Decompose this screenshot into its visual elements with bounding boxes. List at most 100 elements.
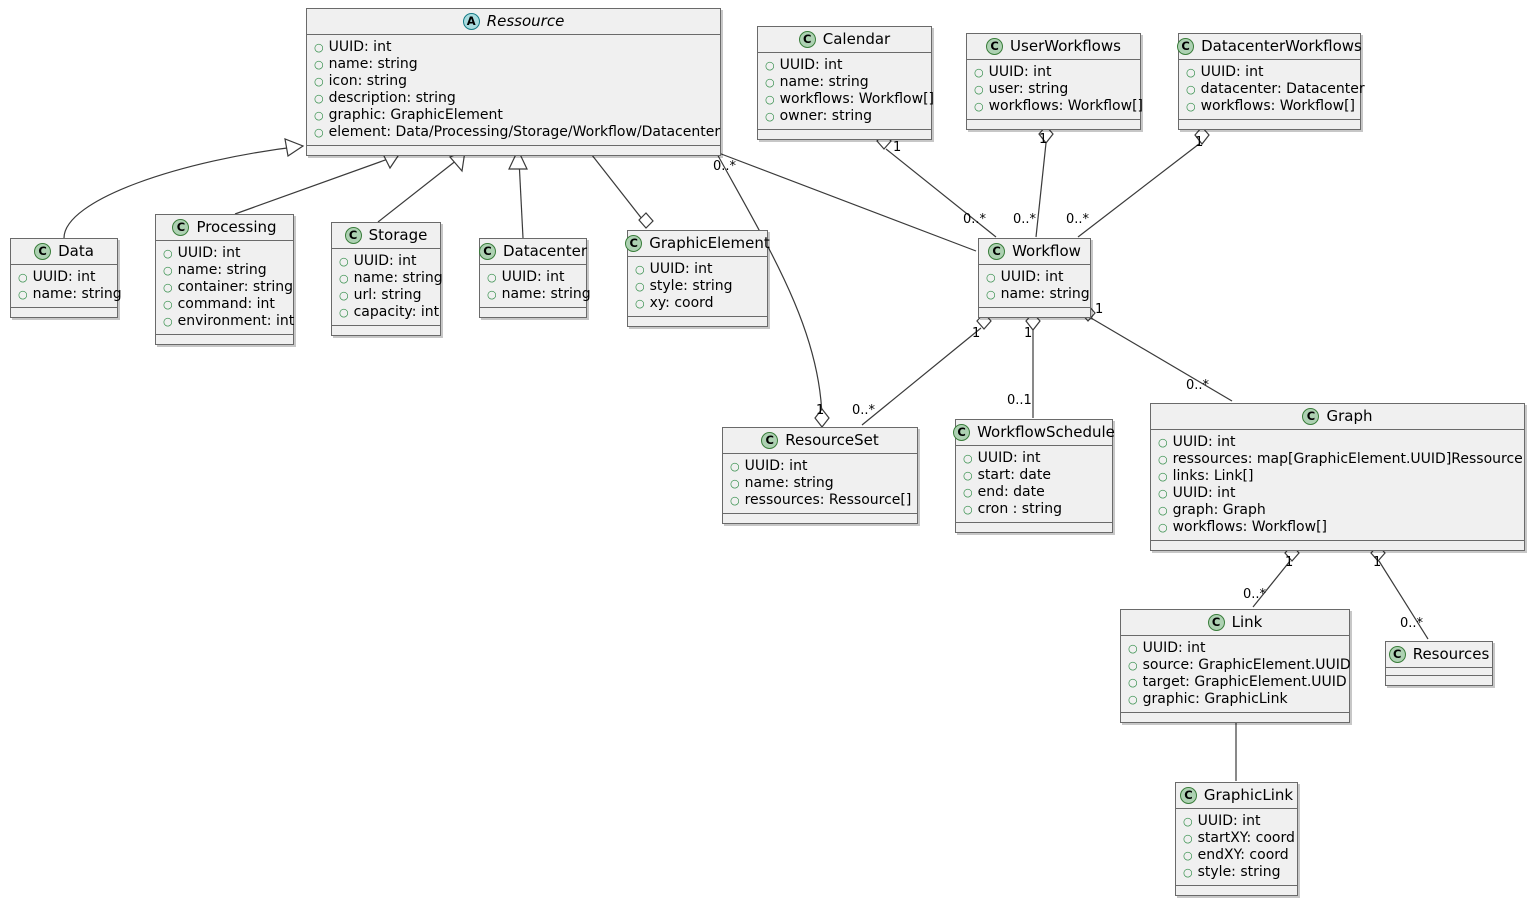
visibility-public-icon: ○	[974, 83, 984, 96]
attribute-text: start: date	[977, 467, 1051, 483]
visibility-public-icon: ○	[765, 76, 775, 89]
methods-storage	[332, 326, 440, 335]
attribute-row: ○name: string	[18, 286, 122, 303]
methods-resources	[1386, 676, 1492, 685]
attribute-text: endXY: coord	[1197, 847, 1289, 863]
visibility-public-icon: ○	[314, 41, 324, 54]
class-badge-icon: C	[798, 31, 816, 48]
class-badge-icon: C	[625, 235, 643, 252]
visibility-public-icon: ○	[730, 460, 740, 473]
attribute-row: ○UUID: int	[765, 57, 924, 74]
attribute-row: ○workflows: Workflow[]	[1186, 98, 1355, 115]
visibility-public-icon: ○	[163, 264, 173, 277]
attribute-text: ressources: map[GraphicElement.UUID]Ress…	[1172, 451, 1523, 467]
class-badge-icon: C	[478, 243, 496, 260]
attribute-text: UUID: int	[177, 245, 241, 261]
class-name-ressource: Ressource	[486, 12, 565, 30]
class-name-processing: Processing	[196, 218, 277, 236]
class-header-datacenterworkflows: C DatacenterWorkflows	[1177, 34, 1362, 60]
visibility-public-icon: ○	[635, 263, 645, 276]
attributes-graphiclink: ○UUID: int ○startXY: coord ○endXY: coord…	[1176, 809, 1297, 886]
class-storage[interactable]: C Storage ○UUID: int ○name: string ○url:…	[331, 222, 443, 336]
attribute-row: ○style: string	[1183, 864, 1290, 881]
class-resources[interactable]: C Resources	[1385, 641, 1493, 686]
visibility-public-icon: ○	[1158, 470, 1168, 483]
attribute-row: ○graphic: GraphicLink	[1128, 691, 1342, 708]
attributes-graphicelement: ○UUID: int ○style: string ○xy: coord	[628, 257, 767, 317]
class-header-graphiclink: C GraphicLink	[1176, 783, 1297, 809]
class-name-workflowschedule: WorkflowSchedule	[977, 423, 1115, 441]
attributes-processing: ○UUID: int ○name: string ○container: str…	[156, 241, 295, 335]
class-datacenter[interactable]: C Datacenter ○UUID: int ○name: string	[478, 238, 591, 318]
attribute-text: environment: int	[177, 313, 295, 329]
attribute-text: name: string	[744, 475, 834, 491]
attribute-row: ○workflows: Workflow[]	[1158, 519, 1517, 536]
attributes-link: ○UUID: int ○source: GraphicElement.UUID …	[1121, 636, 1351, 713]
attributes-workflowschedule: ○UUID: int ○start: date ○end: date ○cron…	[956, 446, 1112, 523]
class-data[interactable]: C Data ○UUID: int ○name: string	[10, 238, 122, 318]
attribute-row: ○element: Data/Processing/Storage/Workfl…	[314, 124, 720, 141]
class-resourceset[interactable]: C ResourceSet ○UUID: int ○name: string ○…	[722, 427, 918, 524]
class-link[interactable]: C Link ○UUID: int ○source: GraphicElemen…	[1120, 609, 1351, 723]
attribute-text: cron : string	[977, 501, 1062, 517]
methods-resourceset	[723, 514, 917, 523]
class-name-link: Link	[1231, 613, 1263, 631]
methods-userworkflows	[967, 120, 1140, 129]
class-ressource[interactable]: A Ressource ○UUID: int ○name: string ○ic…	[306, 8, 721, 156]
attribute-text: UUID: int	[1000, 269, 1064, 285]
attribute-text: url: string	[353, 287, 422, 303]
visibility-public-icon: ○	[765, 93, 775, 106]
attribute-row: ○source: GraphicElement.UUID	[1128, 657, 1351, 674]
multiplicity-label: 0..*	[1013, 212, 1037, 227]
class-workflowschedule[interactable]: C WorkflowSchedule ○UUID: int ○start: da…	[953, 419, 1115, 533]
attribute-text: name: string	[1000, 286, 1090, 302]
attribute-text: UUID: int	[649, 261, 713, 277]
visibility-public-icon: ○	[963, 503, 973, 516]
methods-processing	[156, 335, 293, 344]
class-name-datacenterworkflows: DatacenterWorkflows	[1201, 37, 1362, 55]
attribute-row: ○ cron : string	[963, 501, 1105, 518]
attribute-row: ○UUID: int	[1186, 64, 1353, 81]
attribute-row: ○UUID: int	[163, 245, 286, 262]
visibility-public-icon: ○	[163, 315, 173, 328]
methods-datacenterworkflows	[1179, 120, 1360, 129]
visibility-public-icon: ○	[314, 58, 324, 71]
attribute-row: ○url: string	[339, 287, 433, 304]
attribute-row: ○end: date	[963, 484, 1105, 501]
attribute-row: ○name: string	[314, 56, 713, 73]
class-graphiclink[interactable]: C GraphicLink ○UUID: int ○startXY: coord…	[1175, 782, 1298, 896]
class-header-storage: C Storage	[332, 223, 440, 249]
class-name-resources: Resources	[1412, 645, 1490, 663]
visibility-public-icon: ○	[963, 452, 973, 465]
attribute-text: UUID: int	[1142, 640, 1206, 656]
attribute-text: workflows: Workflow[]	[779, 91, 934, 107]
class-calendar[interactable]: C Calendar ○UUID: int ○name: string ○wor…	[757, 26, 934, 140]
class-datacenterworkflows[interactable]: C DatacenterWorkflows ○UUID: int ○datace…	[1177, 33, 1365, 130]
attribute-row: ○name: string	[765, 74, 924, 91]
visibility-public-icon: ○	[730, 477, 740, 490]
visibility-public-icon: ○	[339, 255, 349, 268]
class-badge-icon: C	[1388, 646, 1406, 663]
class-workflow[interactable]: C Workflow ○UUID: int ○name: string	[978, 238, 1091, 318]
visibility-public-icon: ○	[974, 100, 984, 113]
attribute-row: ○UUID: int	[1158, 485, 1517, 502]
class-userworkflows[interactable]: C UserWorkflows ○UUID: int ○user: string…	[966, 33, 1143, 130]
attribute-row: ○container: string	[163, 279, 293, 296]
visibility-public-icon: ○	[1183, 832, 1193, 845]
attribute-row: ○UUID: int	[730, 458, 910, 475]
attribute-text: UUID: int	[988, 64, 1052, 80]
attribute-text: datacenter: Datacenter	[1200, 81, 1365, 97]
class-name-storage: Storage	[368, 226, 428, 244]
attribute-row: ○UUID: int	[974, 64, 1133, 81]
class-processing[interactable]: C Processing ○UUID: int ○name: string ○c…	[155, 214, 294, 345]
attribute-row: ○UUID: int	[339, 253, 433, 270]
class-graphicelement[interactable]: C GraphicElement ○UUID: int ○style: stri…	[625, 230, 770, 327]
methods-link	[1121, 713, 1349, 722]
visibility-public-icon: ○	[1158, 504, 1168, 517]
attribute-text: name: string	[501, 286, 591, 302]
class-graph[interactable]: C Graph ○UUID: int ○ressources: map[Grap…	[1150, 403, 1525, 551]
visibility-public-icon: ○	[765, 59, 775, 72]
multiplicity-label: 1	[1285, 555, 1294, 570]
attribute-row: ○name: string	[986, 286, 1090, 303]
visibility-public-icon: ○	[635, 280, 645, 293]
